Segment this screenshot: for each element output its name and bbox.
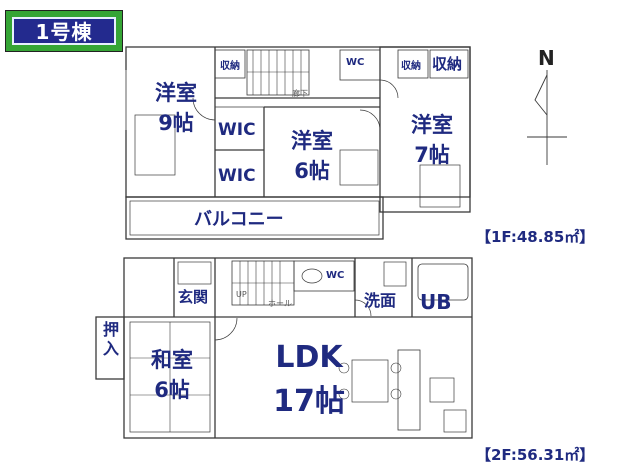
room-western-6-size: 6帖 (294, 159, 330, 183)
room-ldk-label: LDK 17帖 (264, 336, 354, 424)
wc-2f-label: WC (326, 270, 345, 281)
room-ldk-name: LDK (275, 340, 343, 375)
storage-3-label: 収納 (432, 55, 463, 73)
room-japanese-size: 6帖 (154, 378, 190, 402)
washroom-label: 洗面 (364, 291, 397, 310)
wic-1-label: WIC (218, 120, 256, 140)
stairs-up-label: UP (236, 290, 247, 299)
balcony-label: バルコニー (194, 209, 284, 230)
hall-label: ホール (268, 299, 292, 308)
storage-2-label: 収納 (401, 61, 421, 72)
corridor-label: 廊下 (292, 89, 308, 98)
room-japanese-name: 和室 (151, 348, 193, 372)
room-western-9-label: 洋室 9帖 (146, 78, 206, 138)
wic-2-label: WIC (218, 166, 256, 186)
room-western-6-name: 洋室 (291, 129, 333, 153)
floor2-walls (95, 257, 473, 439)
wc-1f-label: WC (346, 57, 365, 68)
room-western-9-size: 9帖 (158, 111, 194, 135)
floor1-area-label: 【1F:48.85㎡】 (476, 228, 595, 246)
room-japanese-label: 和室 6帖 (142, 345, 202, 405)
storage-1-label: 収納 (220, 61, 240, 72)
north-label: N (538, 46, 555, 70)
building-label: 1号棟 (12, 17, 116, 45)
entrance-label: 玄関 (178, 288, 209, 306)
floor1-walls (124, 46, 471, 240)
compass-rose (527, 70, 567, 165)
floor2-area-label: 【2F:56.31㎡】 (476, 446, 595, 464)
room-western-7-label: 洋室 7帖 (402, 110, 462, 170)
room-western-7-size: 7帖 (414, 143, 450, 167)
closet-label: 押入 (102, 320, 119, 358)
room-western-9-name: 洋室 (155, 81, 197, 105)
room-western-6-label: 洋室 6帖 (282, 126, 342, 186)
room-western-7-name: 洋室 (411, 113, 453, 137)
building-badge: 1号棟 (5, 10, 123, 52)
bath-label: UB (420, 290, 452, 314)
room-ldk-size: 17帖 (273, 384, 345, 419)
